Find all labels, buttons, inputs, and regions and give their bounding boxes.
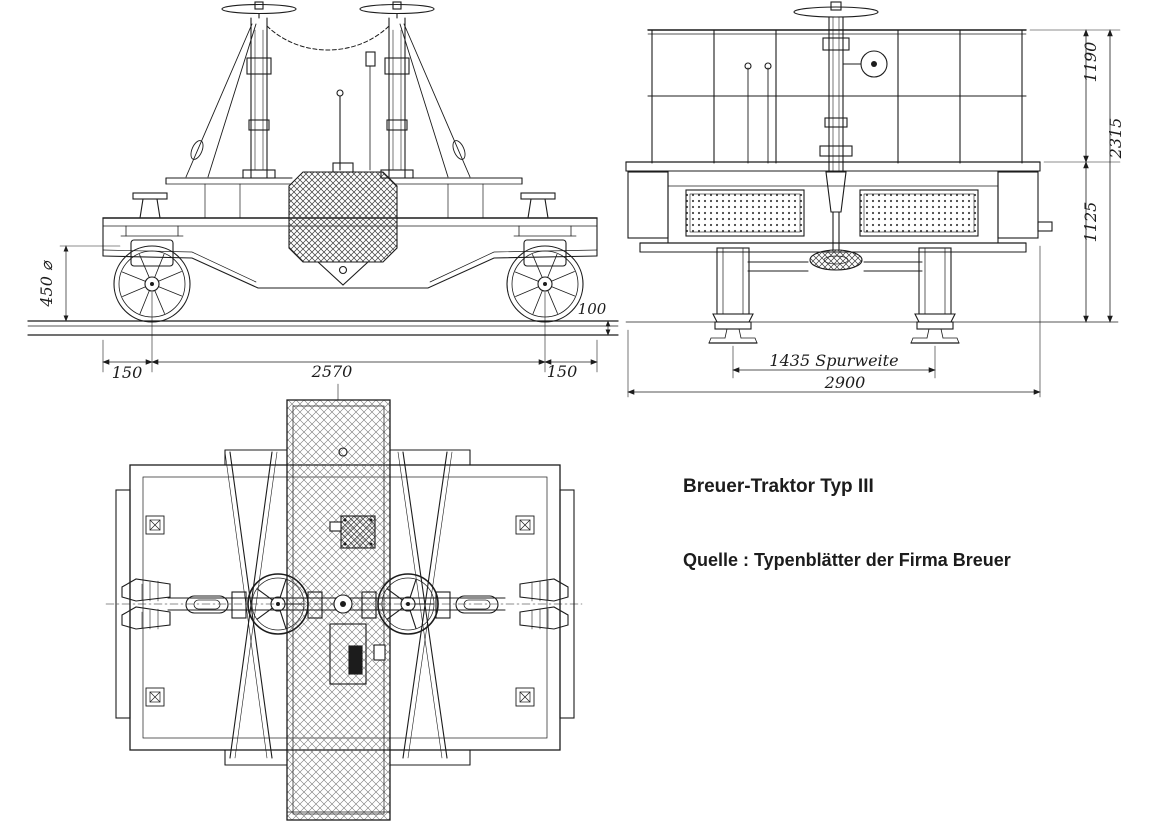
right-jack-tower [359,1,435,179]
corner-fastener [145,687,165,707]
front-railing [647,29,1027,164]
left-jack-tower [221,1,297,179]
front-dimensions [627,29,1121,398]
dim-left-overhang-label: 150 [112,363,143,382]
front-mast [793,1,888,173]
side-dimensions [59,245,617,373]
dim-overall-height-label: 2315 [1106,118,1125,160]
dim-right-overhang-label: 150 [547,362,578,381]
corner-fastener [515,687,535,707]
plan-buffers-right [519,578,569,630]
plan-handwheel-left [247,573,309,635]
safety-chain [266,25,390,51]
dim-wheel-diameter-label: 450 ⌀ [37,260,56,308]
guy-rods [185,23,471,178]
corner-fastener [145,515,165,535]
dim-gauge-label: 1435 Spurweite [769,351,898,370]
radiator-left [685,189,805,237]
plan-buffers-left [121,578,171,630]
front-body [625,161,1053,253]
corner-fastener [515,515,535,535]
radiator-right [859,189,979,237]
front-wheels [712,247,956,323]
front-view: 1435 Spurweite 2900 1190 2315 1125 [625,1,1125,398]
drawing-title: Breuer-Traktor Typ III [683,476,874,497]
front-handwheel [793,6,879,18]
corner-fasteners [145,515,535,707]
dim-rail-height-label: 100 [578,300,607,318]
front-rails [625,321,1119,344]
coupler [809,171,863,271]
dim-platform-height-label: 1125 [1081,202,1100,243]
plan-view [105,383,583,821]
drawing-source: Quelle : Typenblätter der Firma Breuer [683,550,1011,570]
annotations: Breuer-Traktor Typ III Quelle : Typenblä… [683,476,1011,570]
engine-block [288,51,398,286]
dim-overall-width-label: 2900 [824,373,866,392]
dim-wheelbase-label: 2570 [311,362,353,381]
side-view: 450 ⌀ 150 2570 150 100 [27,1,619,382]
dim-handrail-height-label: 1190 [1081,42,1100,83]
plan-axle [105,591,583,619]
plan-handwheel-right [377,573,439,635]
side-rails [27,320,619,336]
